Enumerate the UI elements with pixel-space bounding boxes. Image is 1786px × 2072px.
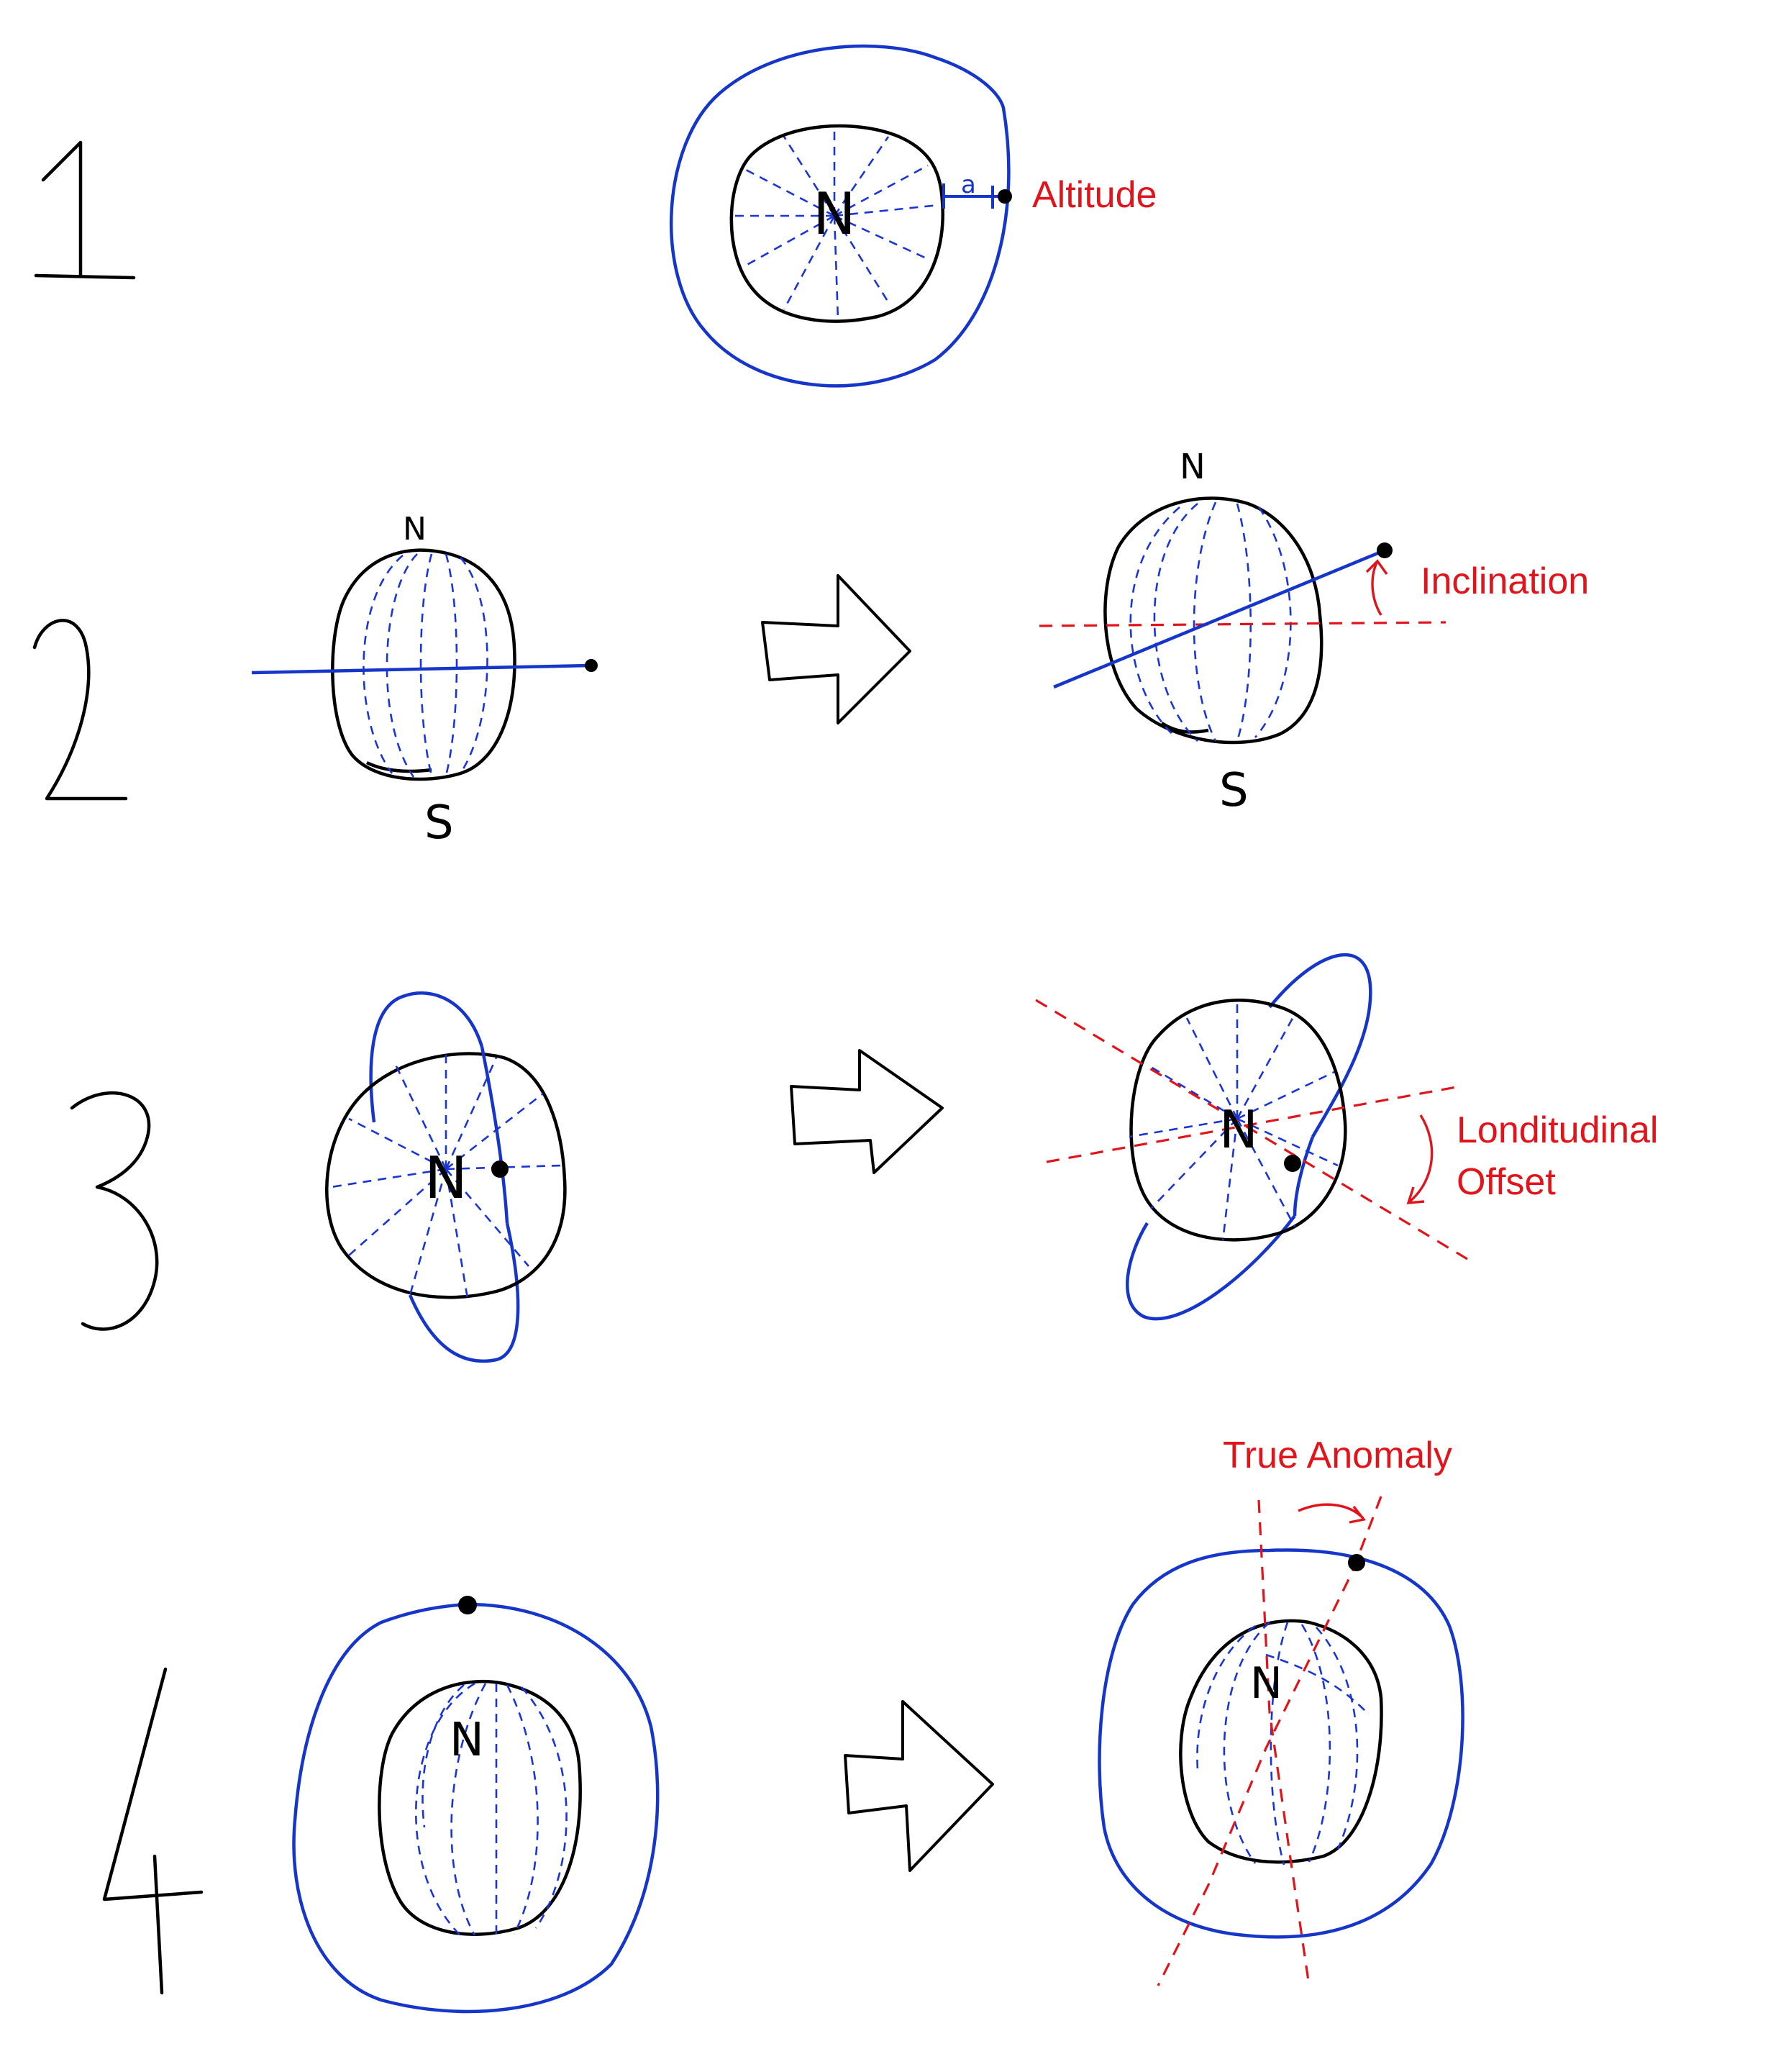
globe-side-view-before: N S [251,511,598,850]
globe-tilted-view-after: N True Anomaly [1098,1435,1464,1986]
polar-orbit-ellipse [369,991,520,1363]
inclination-label: Inclination [1421,560,1589,602]
transition-arrow-2 [761,574,911,724]
step-number-1: 1 [34,140,136,280]
altitude-label: Altitude [1032,174,1157,216]
step-4: 4 N [102,1435,1464,2014]
step-3: 3 N [70,953,1658,1363]
equatorial-reference-line [1039,621,1446,627]
globe-tilted-view-before: N [292,1596,660,2014]
satellite-dot [1348,1554,1365,1571]
step-1: 1 N a Altitude [34,44,1157,388]
globe-top-view-after: N Londitudinal Offset [1035,953,1658,1321]
south-label: S [424,796,454,850]
north-label: N [1180,447,1206,487]
transition-arrow-3 [790,1049,944,1174]
orbit-ring [1098,1548,1464,1939]
longitudinal-offset-label-line1: Londitudinal [1457,1109,1658,1151]
north-pole-label: N [1219,1099,1258,1160]
north-pole-label: N [424,1145,468,1212]
north-pole-label: N [450,1714,484,1767]
equatorial-orbit-line [251,663,591,675]
satellite-dot [1284,1155,1301,1172]
rotated-orbit-ellipse [1126,953,1372,1321]
north-pole-label: N [813,181,856,247]
satellite-dot [1377,542,1393,558]
altitude-marker-label: a [961,171,976,199]
globe-top-view-before: N [325,991,567,1363]
north-label: N [403,511,427,547]
transition-arrow-4 [844,1700,994,1872]
step-number-2: 2 [32,619,128,801]
offset-angle-arrow [1406,1114,1434,1204]
true-anomaly-arrow [1298,1503,1367,1524]
anomaly-reference-lines [1157,1496,1382,1986]
satellite-dot [491,1160,509,1178]
globe-top-view [729,124,944,323]
inclined-orbit-line [1053,548,1385,689]
altitude-marker [942,183,1003,209]
meridian-lines [730,126,939,321]
step-number-4: 4 [102,1667,204,1995]
satellite-dot [585,659,598,672]
step-2: 2 N S [32,447,1589,850]
satellite-dot [458,1596,477,1614]
longitude-reference-lines [1035,999,1468,1260]
orbit-ring [292,1602,660,2014]
longitudinal-offset-label-line2: Offset [1457,1161,1556,1203]
inclination-angle-arrow [1365,559,1388,616]
globe-side-view-after: N S Inclination [1039,447,1589,817]
true-anomaly-label: True Anomaly [1223,1435,1452,1476]
south-label: S [1219,764,1249,817]
orbit-circle [669,44,1011,388]
satellite-dot [998,189,1012,204]
step-number-3: 3 [70,1091,159,1331]
north-pole-label: N [1250,1658,1282,1709]
